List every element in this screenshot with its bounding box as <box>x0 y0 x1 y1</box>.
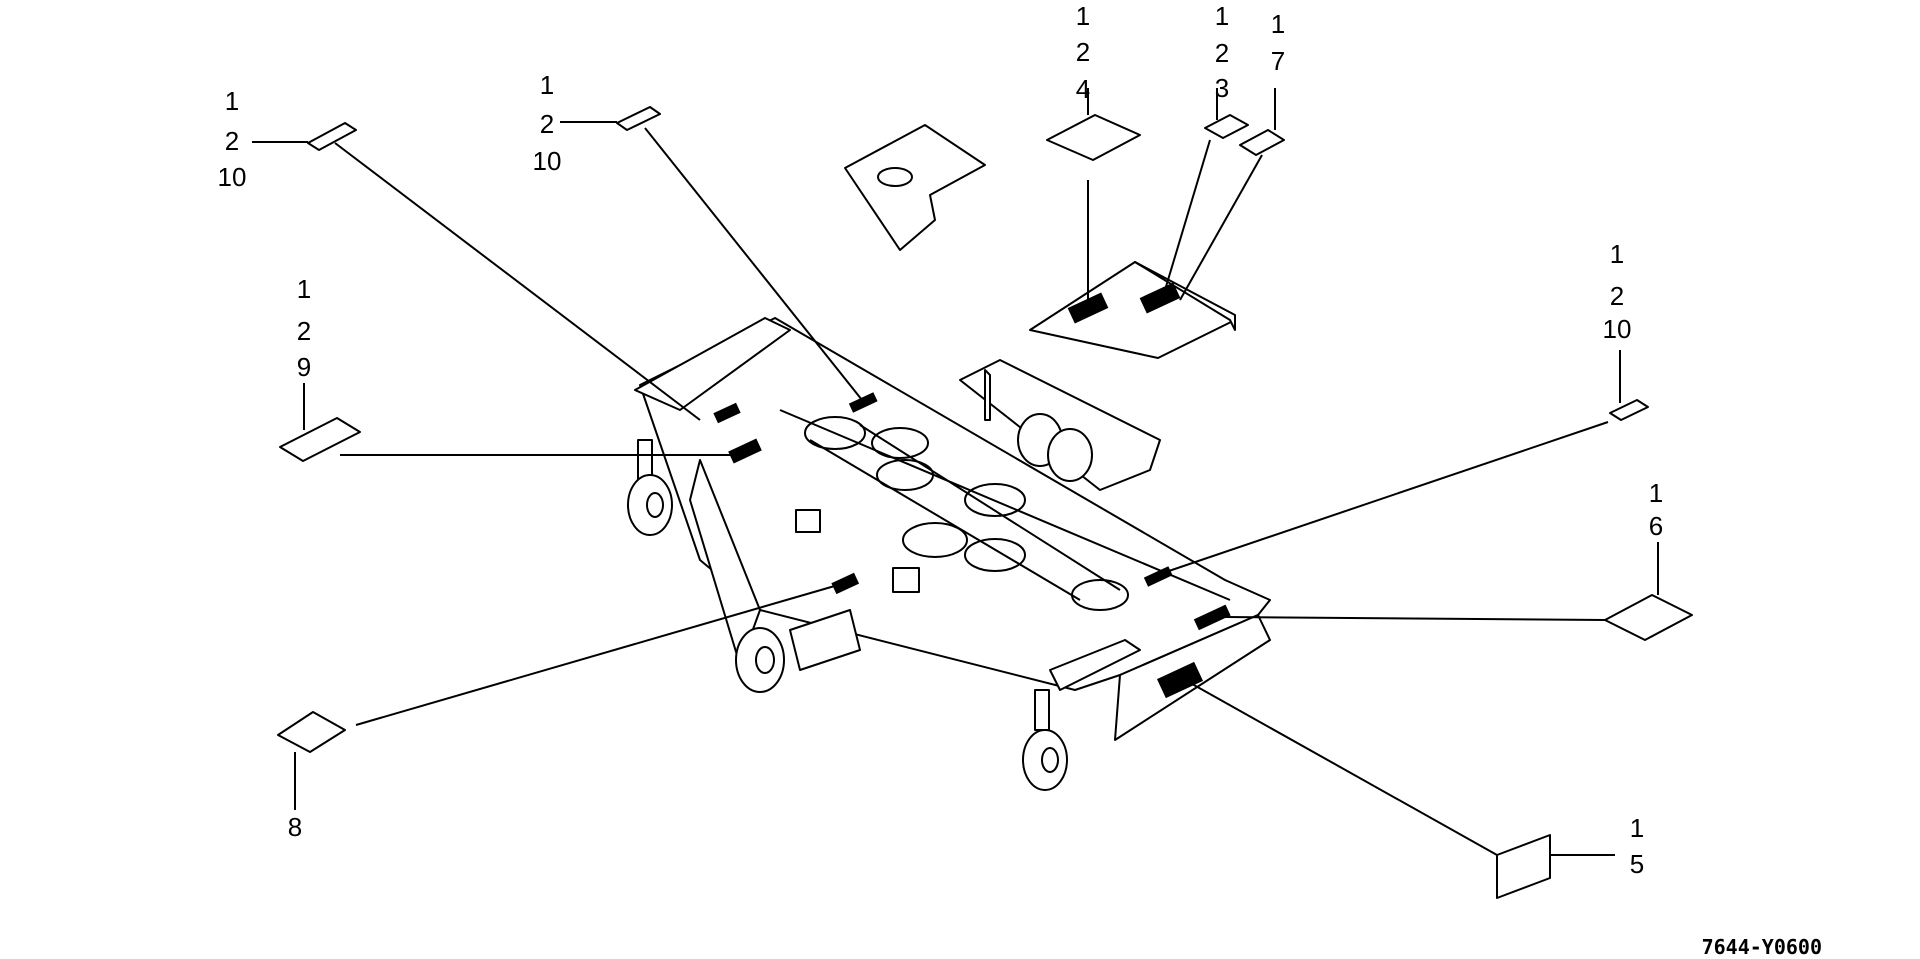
callout-c7-line-2: 2 <box>1610 281 1624 311</box>
callout-c3-line-3: 4 <box>1076 74 1090 104</box>
callout-c4-line-2: 2 <box>1215 38 1229 68</box>
callout-c2-line-3: 10 <box>533 146 562 176</box>
callout-c4: 1 2 3 <box>1215 1 1229 103</box>
callout-c9: 8 <box>288 812 302 842</box>
callout-c10-line-2: 5 <box>1630 849 1644 879</box>
callout-c4-line-1: 1 <box>1215 1 1229 31</box>
caster-wheel-left-front <box>735 609 861 693</box>
callout-c6: 1 2 9 <box>297 274 311 382</box>
callout-c10: 1 5 <box>1630 813 1644 879</box>
mower-deck-illustration <box>627 317 1271 791</box>
callout-c5: 1 7 <box>1271 9 1285 76</box>
callout-c8: 1 6 <box>1649 478 1663 541</box>
cover-plate <box>844 124 986 251</box>
callout-c1-line-2: 2 <box>225 126 239 156</box>
callout-c1-line-3: 10 <box>218 162 247 192</box>
callout-c1-line-1: 1 <box>225 86 239 116</box>
diagram-code: 7644-Y0600 <box>1702 935 1822 959</box>
callout-c3-line-1: 1 <box>1076 1 1090 31</box>
caster-wheel-right-front <box>1022 689 1068 791</box>
belt-shield <box>1029 261 1236 359</box>
callout-c9-line-1: 8 <box>288 812 302 842</box>
callout-c6-line-1: 1 <box>297 274 311 304</box>
callout-c5-line-1: 1 <box>1271 9 1285 39</box>
callout-c3-line-2: 2 <box>1076 37 1090 67</box>
label-decals <box>277 106 1693 899</box>
callout-c2-line-2: 2 <box>540 109 554 139</box>
callout-c8-line-1: 1 <box>1649 478 1663 508</box>
caster-wheel-left-rear <box>627 439 673 536</box>
callout-c7-line-1: 1 <box>1610 239 1624 269</box>
callout-c2: 1 2 10 <box>533 70 562 176</box>
callout-c1: 1 2 10 <box>218 86 247 192</box>
callout-c3: 1 2 4 <box>1076 1 1090 104</box>
callout-c2-line-1: 1 <box>540 70 554 100</box>
callout-c7: 1 2 10 <box>1603 239 1632 344</box>
leader-lines <box>252 88 1659 856</box>
callout-c5-line-2: 7 <box>1271 46 1285 76</box>
callout-c8-line-2: 6 <box>1649 511 1663 541</box>
callout-c6-line-2: 2 <box>297 316 311 346</box>
callout-c4-line-3: 3 <box>1215 73 1229 103</box>
callout-c10-line-1: 1 <box>1630 813 1644 843</box>
callout-c7-line-3: 10 <box>1603 314 1632 344</box>
callout-c6-line-3: 9 <box>297 352 311 382</box>
